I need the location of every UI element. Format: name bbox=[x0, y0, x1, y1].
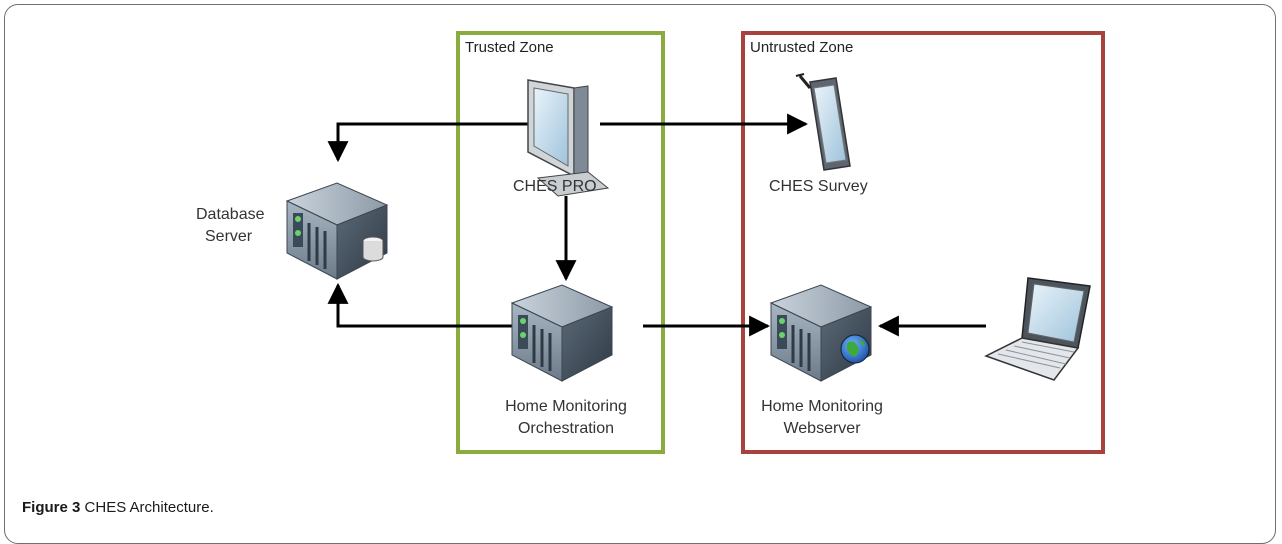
architecture-diagram: Trusted Zone Untrusted Zone Database Ser… bbox=[196, 31, 1105, 454]
untrusted-zone-label: Untrusted Zone bbox=[750, 39, 853, 56]
arrow-orchestration-to-database bbox=[327, 282, 512, 328]
webserver-label-line2: Webserver bbox=[783, 420, 861, 437]
figure-number: Figure 3 bbox=[22, 499, 81, 516]
server-icon bbox=[285, 182, 389, 280]
figure-title: CHES Architecture. bbox=[84, 499, 214, 516]
monitor-icon bbox=[527, 79, 610, 197]
laptop-icon bbox=[984, 277, 1091, 381]
trusted-zone-box bbox=[456, 31, 665, 454]
connectors bbox=[327, 113, 986, 337]
database-label-line2: Server bbox=[205, 228, 253, 245]
figure-caption: Figure 3 CHES Architecture. bbox=[22, 499, 214, 516]
server-icon bbox=[510, 284, 614, 382]
survey-label: CHES Survey bbox=[769, 178, 868, 195]
database-label-line1: Database bbox=[196, 206, 265, 223]
orchestration-label-line1: Home Monitoring bbox=[505, 398, 627, 415]
trusted-zone-label: Trusted Zone bbox=[465, 39, 554, 56]
orchestration-label-line2: Orchestration bbox=[518, 420, 614, 437]
tablet-icon bbox=[795, 73, 851, 171]
arrow-pro-to-database bbox=[327, 122, 530, 163]
pro-label: CHES PRO bbox=[513, 178, 597, 195]
untrusted-zone-box bbox=[741, 31, 1105, 454]
web-server-icon bbox=[769, 284, 873, 382]
webserver-label-line1: Home Monitoring bbox=[761, 398, 883, 415]
